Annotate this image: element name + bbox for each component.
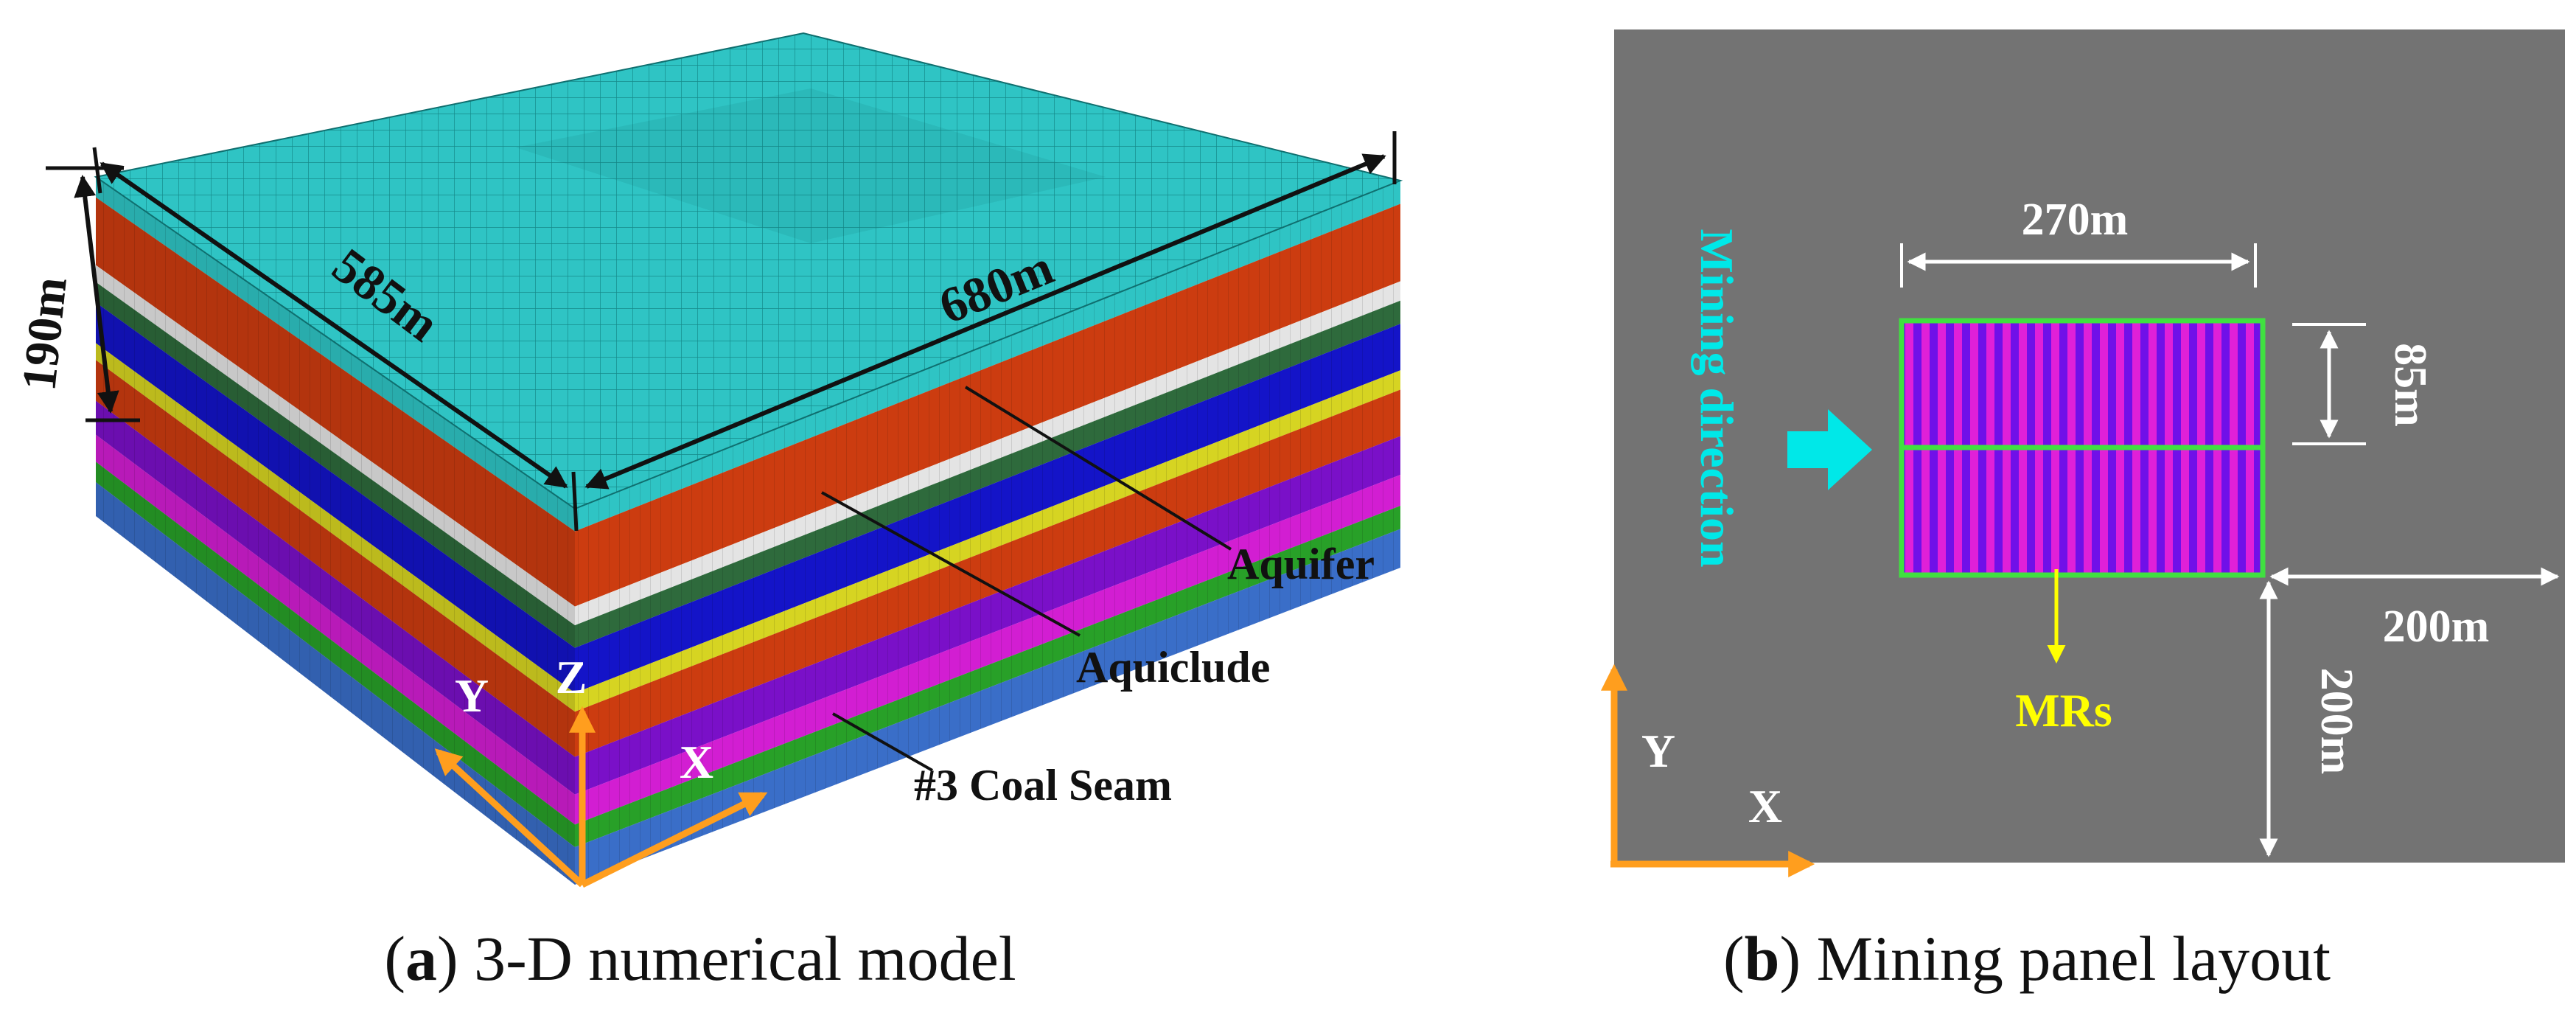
axis-x-label: X — [680, 736, 713, 788]
caption-a-text: 3-D numerical model — [458, 923, 1016, 994]
dim-85-label: 85m — [2385, 343, 2435, 427]
dim-200x-label: 200m — [2383, 602, 2490, 652]
mrs-label: MRs — [2015, 684, 2112, 737]
axis-y-label: Y — [455, 669, 489, 722]
dim-200y-label: 200m — [2311, 668, 2362, 775]
panel-a-3d-model: 190m 585m 680m Aquifer Aquiclude #3 Coal… — [12, 32, 1403, 888]
coal-seam-label: #3 Coal Seam — [914, 761, 1172, 810]
caption-b-letter: b — [1744, 923, 1780, 994]
axis-z-label: Z — [556, 651, 587, 703]
dim-585-tick-right — [571, 471, 579, 532]
dim-680-arrow — [584, 153, 1386, 490]
caption-b-text: Mining panel layout — [1801, 923, 2331, 994]
dim-270-label: 270m — [2022, 195, 2129, 245]
caption-b: (b) Mining panel layout — [1722, 923, 2331, 994]
dim-585-arrow — [100, 161, 568, 489]
axis-x — [580, 791, 768, 888]
coal-seam-leader — [832, 712, 933, 772]
caption-a-letter: a — [405, 923, 437, 994]
dim-190-label: 190m — [12, 274, 77, 393]
dim-585-tick-left — [92, 147, 102, 194]
aquiclude-leader — [821, 491, 1081, 637]
caption-a: (a) 3-D numerical model — [384, 923, 1016, 994]
aquifer-leader — [964, 386, 1232, 551]
mining-direction-label: Mining direction — [1691, 229, 1743, 567]
mining-direction-arrow — [1787, 409, 1872, 490]
aquiclude-label: Aquiclude — [1076, 643, 1270, 692]
axis-y — [434, 748, 585, 888]
aquifer-label: Aquifer — [1227, 540, 1375, 588]
axis-y-label: Y — [1641, 725, 1675, 777]
axis-x-label: X — [1748, 780, 1782, 832]
panel-b-layout: 270m 85m 200m 200m MRs Mining direction … — [1601, 29, 2565, 877]
